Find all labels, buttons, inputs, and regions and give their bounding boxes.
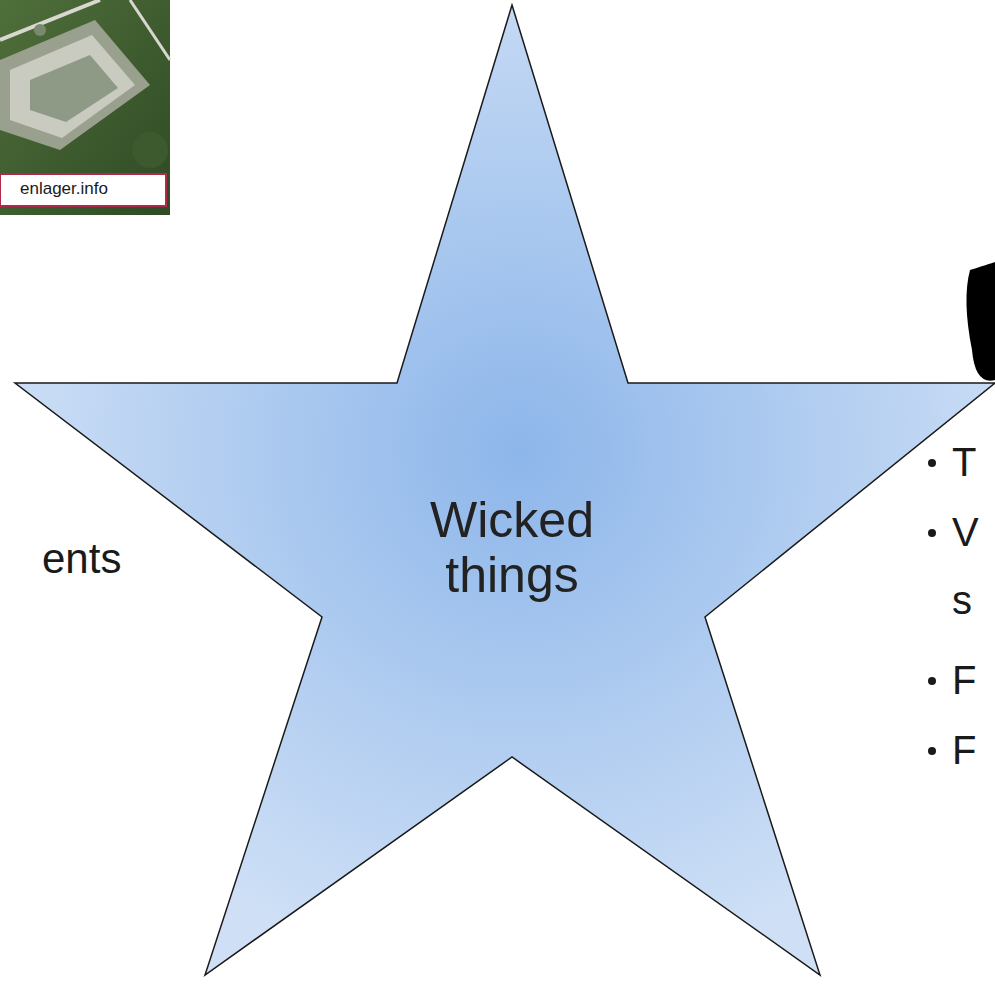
photo-credit: enlager.info <box>20 180 108 199</box>
cropped-glyph <box>966 262 995 381</box>
star-label: Wicked things <box>412 493 612 603</box>
cropped-bullet-text: F <box>952 658 976 702</box>
cropped-text: ents <box>42 536 121 582</box>
cropped-bullet-text: F <box>952 728 976 772</box>
caption-box <box>0 174 166 206</box>
cropped-bullet-text: T <box>952 440 976 484</box>
bullet-dots <box>928 459 936 755</box>
cropped-bullet-text: s <box>952 578 972 622</box>
cropped-bullet-text: V <box>952 510 979 554</box>
aerial-photo <box>0 0 170 215</box>
